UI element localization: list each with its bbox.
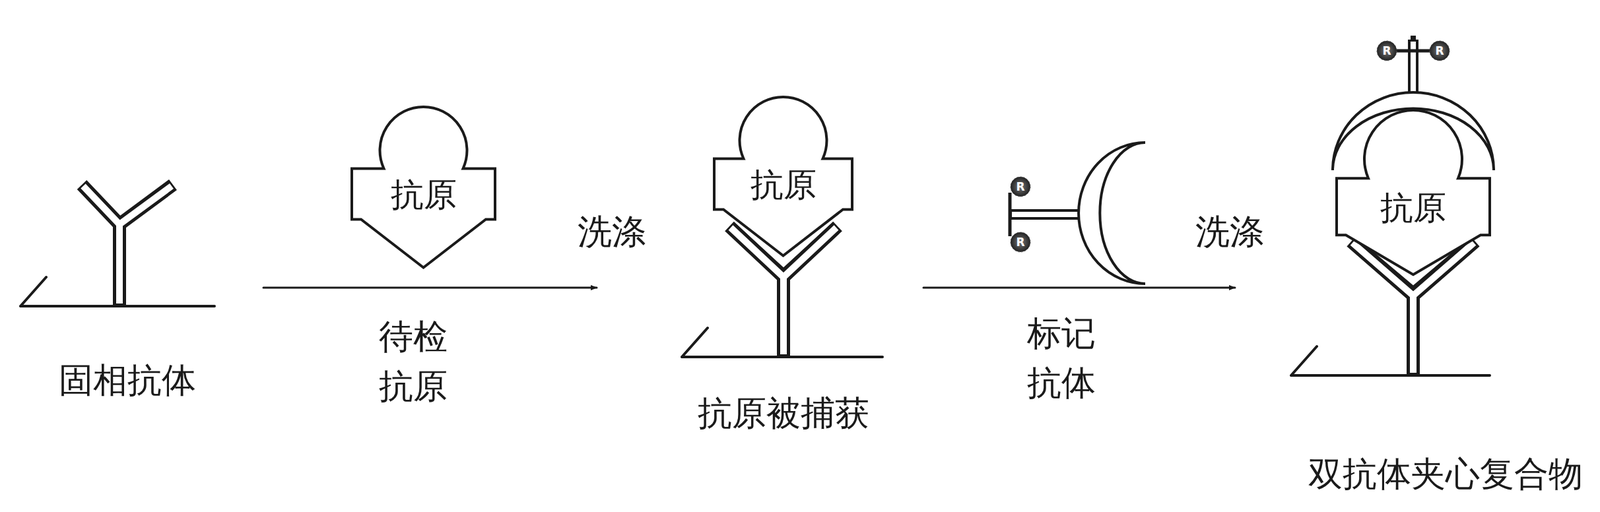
step-label: 洗涤 xyxy=(577,207,647,257)
reagent-label: 标记 抗体 xyxy=(1023,308,1100,409)
reagent-label: 待检 抗原 xyxy=(375,312,451,412)
step-label: 洗涤 xyxy=(1195,207,1265,257)
marker-letter: R xyxy=(1382,45,1391,57)
antigen-shape: 抗原 xyxy=(1333,107,1493,278)
stage-label: 固相抗体 xyxy=(58,355,197,406)
capture-antibody xyxy=(81,184,173,305)
antigen-shape: 抗原 xyxy=(349,104,498,270)
antigen-shape: 抗原 xyxy=(711,94,855,259)
stage-label: 双抗体夹心复合物 xyxy=(1308,449,1583,500)
antigen-label: 抗原 xyxy=(1380,191,1447,225)
process-arrow xyxy=(923,287,1235,290)
marker-letter: R xyxy=(1434,45,1444,57)
labeled-antibody xyxy=(1009,142,1146,284)
stage-label: 抗原被捕获 xyxy=(697,388,870,439)
antigen-label: 抗原 xyxy=(750,168,817,202)
antigen-label: 抗原 xyxy=(390,178,457,212)
marker-letter: R xyxy=(1015,181,1025,193)
process-arrow xyxy=(263,287,597,290)
marker-letter: R xyxy=(1015,236,1025,249)
solid-phase xyxy=(1291,346,1490,376)
